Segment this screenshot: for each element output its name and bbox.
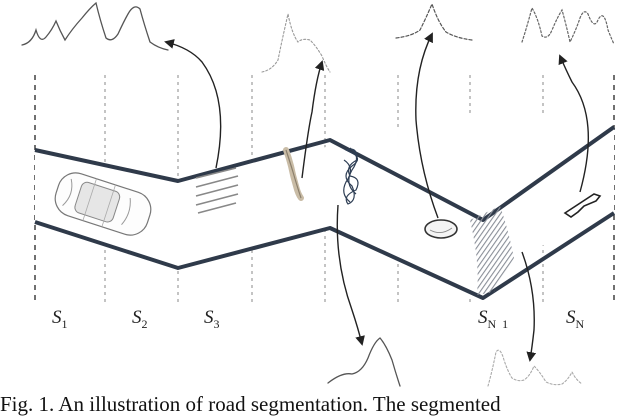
arrow-crosswalk (164, 39, 222, 169)
arrow-debris (558, 54, 589, 193)
arrow-crack (301, 60, 325, 179)
segment-label-s2: S2 (132, 307, 148, 331)
road-edge-bottom (34, 211, 616, 300)
road-surface (35, 108, 614, 298)
road (34, 108, 616, 300)
waveforms (21, 1, 615, 387)
shaded-damage-region (470, 206, 514, 295)
segment-label-s3: S3 (204, 307, 220, 331)
waveform-bottom-mid (327, 337, 401, 387)
debris-icon (563, 193, 602, 218)
car-icon (54, 172, 152, 236)
arrow-shaded (521, 251, 537, 362)
crosswalk-marking (195, 167, 239, 214)
segment-label-s1: S1 (52, 307, 68, 331)
waveform-right (521, 6, 615, 45)
arrows (164, 32, 589, 362)
waveform-bottom-right (487, 349, 583, 387)
segment-label-sn-minus-1: SN 1 (478, 307, 509, 331)
arrow-pothole (415, 32, 439, 219)
crack-icon (283, 147, 304, 201)
road-edge-top (34, 125, 616, 222)
waveform-mid (395, 2, 473, 41)
scribble-icon (343, 147, 359, 205)
segment-label-sn: SN (566, 307, 585, 331)
figure-caption: Fig. 1. An illustration of road segmenta… (0, 392, 501, 416)
arrow-scribble (336, 204, 365, 346)
waveform-s3 (261, 13, 331, 73)
pothole-icon (424, 219, 458, 239)
waveform-s1-s2 (21, 1, 169, 51)
